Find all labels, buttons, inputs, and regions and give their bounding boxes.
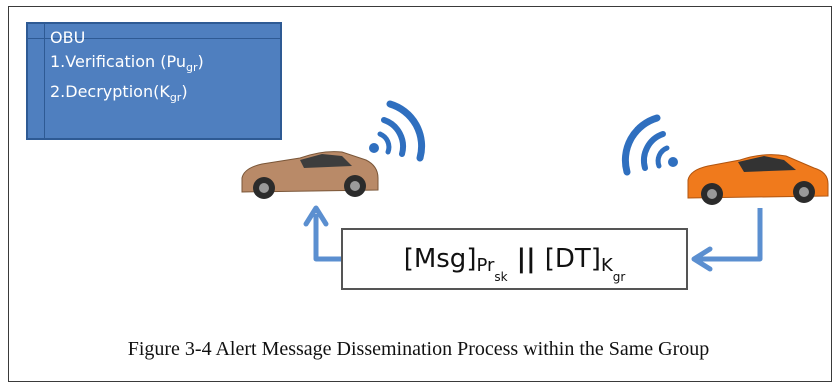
message-msg: [Msg] bbox=[403, 244, 477, 274]
message-pr: Prsk bbox=[476, 254, 508, 284]
obu-divider-vertical bbox=[44, 24, 45, 138]
obu-verification-step: 1.Verification (Pugr) bbox=[50, 52, 204, 75]
obu-decryption-step: 2.Decryption(Kgr) bbox=[50, 82, 188, 105]
obu-text: OBU 1.Verification (Pugr) 2.Decryption(K… bbox=[50, 26, 204, 110]
car-left-icon bbox=[241, 151, 379, 199]
figure-frame bbox=[8, 6, 832, 382]
encrypted-message-box: [Msg]Prsk || [DT]Kgr bbox=[341, 228, 688, 290]
arrow-from-right-car bbox=[691, 208, 763, 272]
arrow-to-left-car bbox=[303, 205, 341, 262]
message-concat: || bbox=[507, 244, 545, 274]
car-right-icon bbox=[687, 154, 829, 205]
message-dt: [DT] bbox=[544, 244, 601, 274]
figure-caption: Figure 3-4 Alert Message Dissemination P… bbox=[127, 338, 710, 360]
obu-panel bbox=[26, 22, 282, 140]
message-k: Kgr bbox=[600, 254, 626, 284]
wifi-signal-left-icon bbox=[369, 100, 426, 162]
obu-divider-horizontal bbox=[28, 38, 280, 39]
obu-title: OBU bbox=[50, 28, 86, 47]
wifi-signal-right-icon bbox=[621, 114, 678, 176]
